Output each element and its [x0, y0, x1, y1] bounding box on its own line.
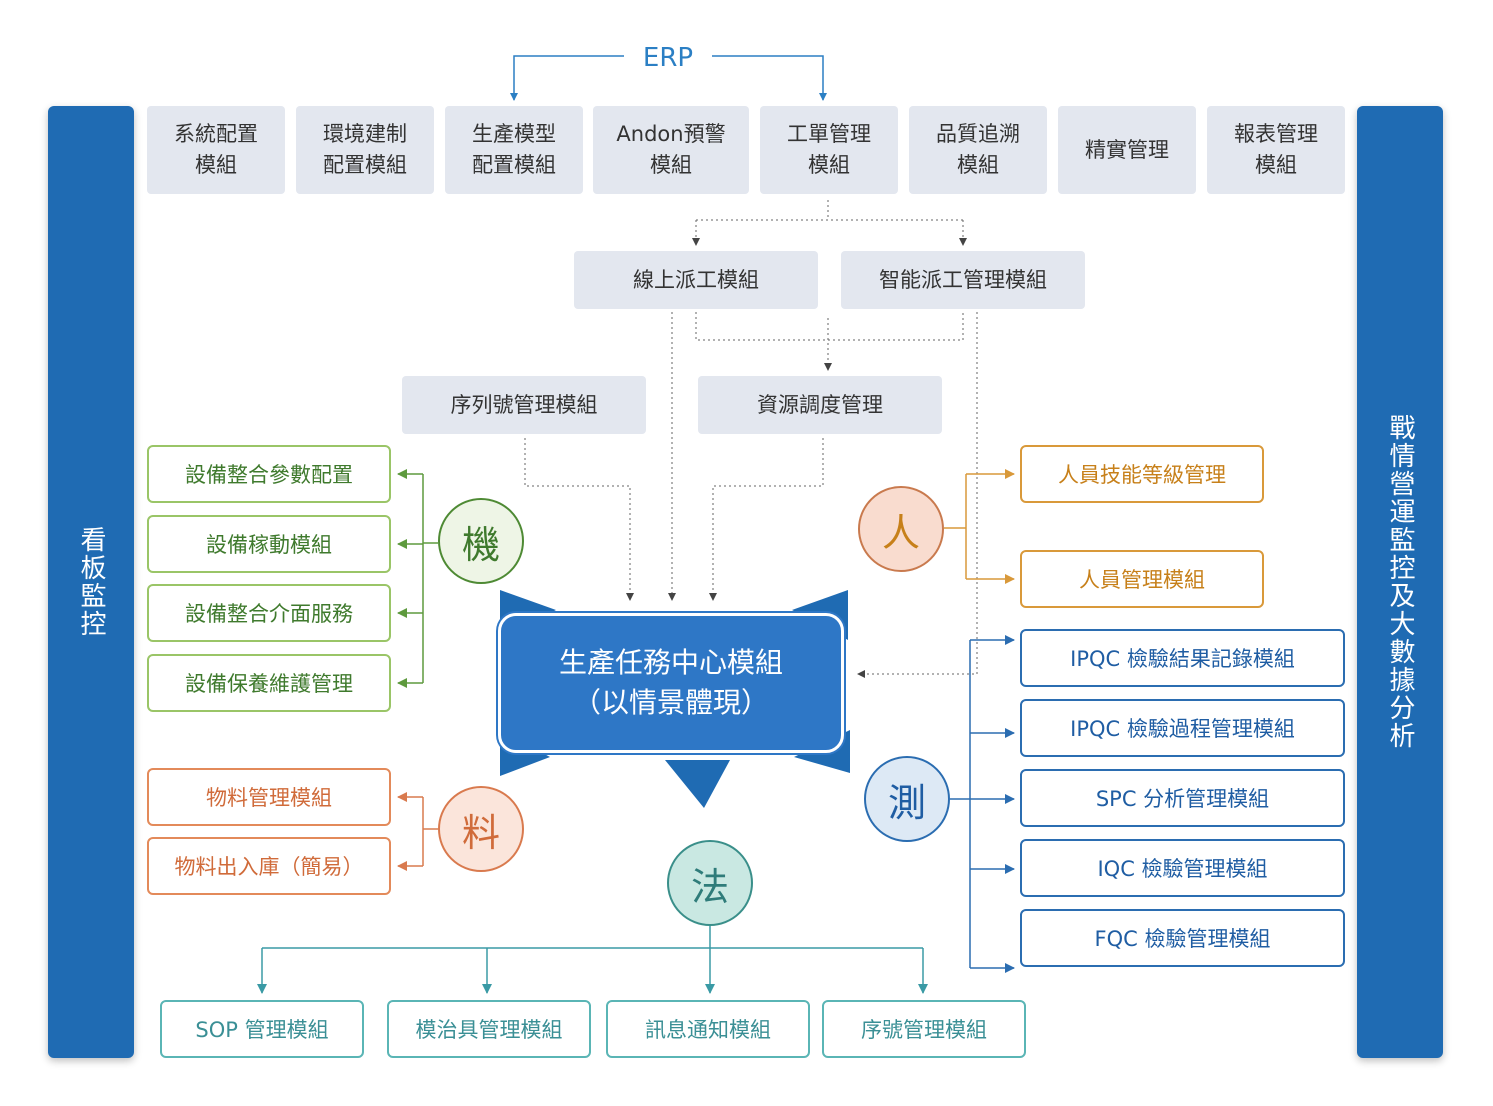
top-module: 品質追溯模組: [909, 106, 1047, 194]
module-line: Andon預警: [616, 122, 726, 146]
machine-item: 設備稼動模組: [147, 515, 391, 573]
module-line: 模組: [1255, 153, 1297, 177]
machine-circle: 機: [438, 498, 524, 584]
module-line: 生產模型: [472, 122, 556, 146]
method-item: SOP 管理模組: [160, 1000, 364, 1058]
module-line: 精實管理: [1085, 137, 1169, 162]
measure-item: IQC 檢驗管理模組: [1020, 839, 1345, 897]
right-bar-analytics: 戰情營運監控及大數據分析: [1357, 106, 1443, 1058]
module-line: 環境建制: [323, 122, 407, 146]
production-task-center: 生產任務中心模組 （以情景體現）: [498, 613, 844, 753]
person-circle: 人: [858, 486, 944, 572]
module-line: 模組: [808, 153, 850, 177]
right-bar-label: 戰情營運監控及大數據分析: [1385, 414, 1415, 750]
module-line: 配置模組: [472, 153, 556, 177]
machine-item: 設備整合參數配置: [147, 445, 391, 503]
method-item: 序號管理模組: [822, 1000, 1026, 1058]
measure-item: FQC 檢驗管理模組: [1020, 909, 1345, 967]
module-line: 模組: [195, 153, 237, 177]
person-item: 人員技能等級管理: [1020, 445, 1264, 503]
method-item: 模治具管理模組: [387, 1000, 591, 1058]
top-module: 精實管理: [1058, 106, 1196, 194]
erp-label: ERP: [626, 38, 710, 78]
module-line: 品質追溯: [936, 122, 1020, 146]
measure-item: IPQC 檢驗過程管理模組: [1020, 699, 1345, 757]
method-item: 訊息通知模組: [606, 1000, 810, 1058]
module-line: 模組: [957, 153, 999, 177]
person-item: 人員管理模組: [1020, 550, 1264, 608]
module-line: 報表管理: [1234, 122, 1318, 146]
top-module: 環境建制配置模組: [296, 106, 434, 194]
center-title: 生產任務中心模組: [558, 646, 783, 679]
left-bar-label: 看板監控: [76, 526, 106, 638]
machine-item: 設備保養維護管理: [147, 654, 391, 712]
top-module: 工單管理模組: [760, 106, 898, 194]
material-item: 物料管理模組: [147, 768, 391, 826]
top-module: 生產模型配置模組: [445, 106, 583, 194]
resource-scheduling-module: 資源調度管理: [698, 376, 942, 434]
measure-item: SPC 分析管理模組: [1020, 769, 1345, 827]
method-circle: 法: [667, 840, 753, 926]
module-line: 工單管理: [787, 122, 871, 146]
top-module: Andon預警模組: [593, 106, 749, 194]
top-module: 系統配置模組: [147, 106, 285, 194]
module-line: 模組: [649, 153, 692, 177]
online-dispatch-module: 線上派工模組: [574, 251, 818, 309]
center-subtitle: （以情景體現）: [572, 686, 769, 719]
material-circle: 料: [438, 786, 524, 872]
module-line: 系統配置: [174, 122, 258, 146]
module-line: 配置模組: [323, 153, 407, 177]
material-item: 物料出入庫（簡易）: [147, 837, 391, 895]
measure-circle: 測: [864, 756, 950, 842]
machine-item: 設備整合介面服務: [147, 584, 391, 642]
measure-item: IPQC 檢驗結果記錄模組: [1020, 629, 1345, 687]
smart-dispatch-module: 智能派工管理模組: [841, 251, 1085, 309]
serial-number-module: 序列號管理模組: [402, 376, 646, 434]
top-module: 報表管理模組: [1207, 106, 1345, 194]
left-bar-dashboard: 看板監控: [48, 106, 134, 1058]
